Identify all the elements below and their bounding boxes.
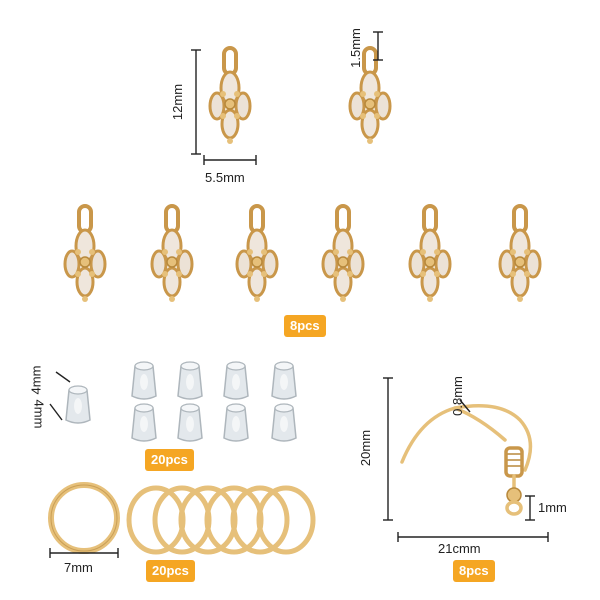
ear-nut-sample	[65, 385, 91, 424]
pendant-count-badge: 8pcs	[284, 315, 326, 337]
jump-ring-diameter-label: 7mm	[64, 560, 93, 575]
ear-nut-width-label: 4mm	[31, 399, 47, 429]
pendant-loop-dimension	[373, 31, 383, 61]
ear-hook-ball-dimension	[525, 495, 535, 521]
ear-hook-ball-label: 1mm	[538, 500, 567, 515]
jump-ring-count-badge: 20pcs	[146, 560, 195, 582]
ear-nut-count-badge: 20pcs	[145, 449, 194, 471]
ear-hook-height-label: 20mm	[358, 429, 374, 467]
ear-hook-wire-dimension	[459, 399, 471, 413]
pendant-loop-label: 1.5mm	[347, 28, 363, 68]
ear-hook-wire-label: 0.8mm	[449, 376, 465, 416]
pendant-width-dimension	[203, 155, 257, 165]
jump-ring-group	[126, 485, 316, 555]
ear-hook-height-dimension	[383, 377, 393, 521]
ear-nut-group	[131, 361, 297, 442]
jump-ring-dimension	[49, 548, 119, 558]
ear-hook-width-label: 21cmm	[438, 541, 481, 556]
ear-hook-width-dimension	[397, 532, 549, 542]
ear-nut-height-label: 4mm	[28, 365, 44, 395]
jump-ring-sample	[48, 482, 120, 554]
pendant-front-view	[208, 46, 252, 146]
pendant-row	[63, 204, 542, 304]
ear-hook	[400, 404, 533, 516]
pendant-height-label: 12mm	[170, 83, 186, 121]
pendant-height-dimension	[191, 49, 201, 155]
ear-hook-count-badge: 8pcs	[453, 560, 495, 582]
ear-nut-dimension	[49, 371, 71, 421]
pendant-width-label: 5.5mm	[205, 170, 245, 185]
